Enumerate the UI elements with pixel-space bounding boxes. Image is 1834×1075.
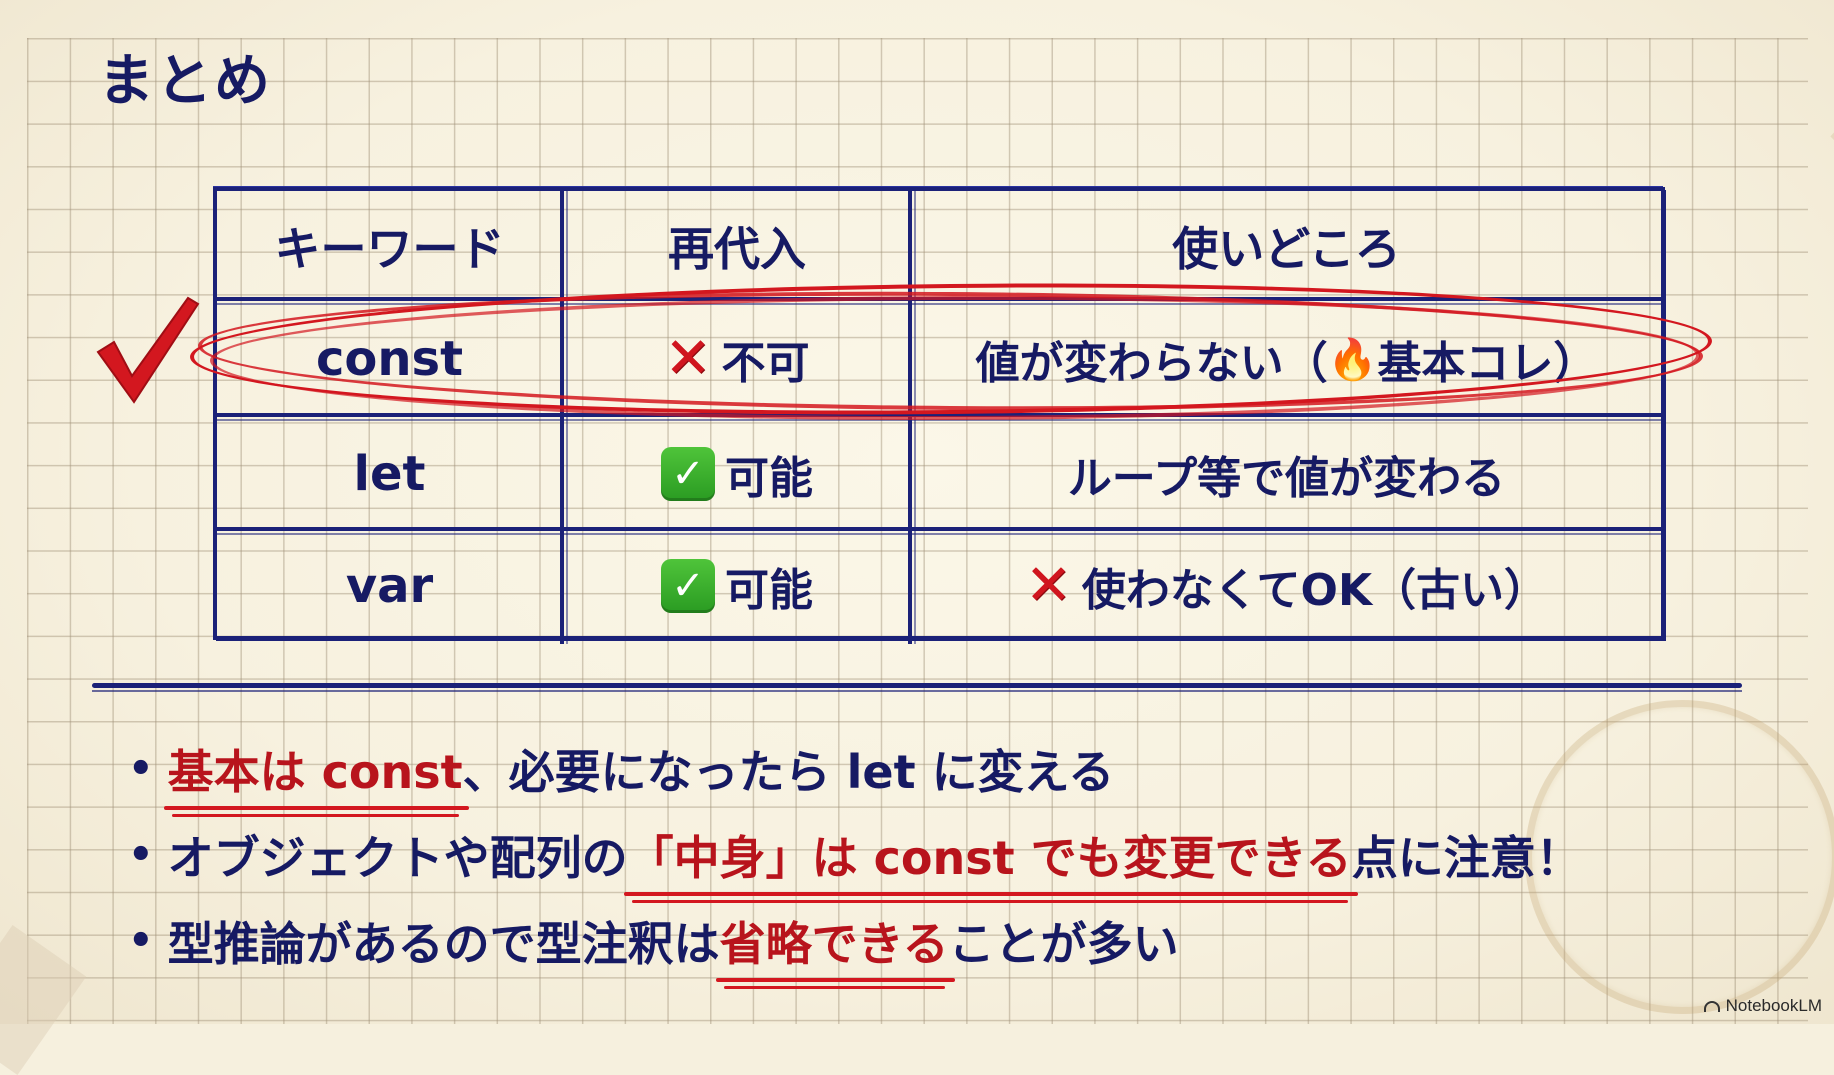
- reassign-label: 不可: [721, 338, 810, 389]
- red-cross-icon: ✕: [664, 326, 712, 391]
- red-check-mark-icon: [96, 296, 200, 404]
- header-reassign: 再代入: [668, 222, 806, 276]
- keyword-cell: var: [345, 557, 434, 614]
- notebooklm-watermark: NotebookLM: [1703, 996, 1822, 1016]
- bullet-dot: •: [128, 832, 154, 878]
- row-divider: [217, 297, 1661, 305]
- table-row-var: var ✓ 可能 ✕ 使わなくてOK（古い）: [217, 531, 1661, 640]
- highlighted-text: 「中身」は const でも変更できる: [623, 822, 1358, 903]
- bullet-text: 点に注意！: [1351, 831, 1582, 885]
- green-check-box-icon: ✓: [661, 447, 715, 501]
- header-usage: 使いどころ: [1172, 222, 1401, 276]
- table-header-row: キーワード 再代入 使いどころ: [217, 191, 1661, 301]
- highlight-label: 「中身」は const でも変更できる: [627, 831, 1352, 885]
- watermark-label: NotebookLM: [1725, 996, 1822, 1015]
- section-divider: [92, 683, 1742, 692]
- usage-cell: 値が変わらない（ 🔥 基本コレ）: [912, 301, 1661, 417]
- keyword-cell: const: [315, 331, 464, 387]
- graph-paper-grid: [27, 38, 1808, 1024]
- reassign-cell: ✓ 可能: [562, 417, 912, 531]
- usage-text: 値が変わらない（: [975, 338, 1328, 389]
- usage-text: 使わなくてOK（古い）: [1081, 564, 1549, 616]
- bullet-text: ことが多い: [948, 917, 1179, 971]
- green-check-box-icon: ✓: [661, 558, 715, 613]
- keyword-comparison-table: キーワード 再代入 使いどころ const ✕ 不可 値が変わらない（ 🔥 基本…: [213, 187, 1665, 644]
- bullet-item: • 型推論があるので型注釈は 省略できる ことが多い: [128, 898, 1582, 989]
- highlighted-text: 省略できる: [715, 908, 955, 989]
- table-row-const: const ✕ 不可 値が変わらない（ 🔥 基本コレ）: [217, 301, 1661, 417]
- usage-cell: ✕ 使わなくてOK（古い）: [912, 531, 1661, 640]
- fire-icon: 🔥: [1327, 336, 1378, 383]
- bullet-dot: •: [128, 918, 154, 964]
- table-row-let: let ✓ 可能 ループ等で値が変わる: [217, 417, 1661, 531]
- reassign-label: 可能: [725, 453, 813, 504]
- bullet-text: オブジェクトや配列の: [167, 831, 628, 885]
- slide-title: まとめ: [98, 49, 272, 114]
- reassign-cell: ✕ 不可: [562, 301, 912, 417]
- row-divider: [217, 413, 1661, 421]
- reassign-label: 可能: [725, 564, 813, 616]
- row-divider: [217, 527, 1661, 535]
- bullet-item: • 基本は const 、必要になったら let に変える: [128, 726, 1582, 817]
- highlight-label: 基本は const: [167, 745, 463, 799]
- highlight-label: 省略できる: [719, 917, 949, 971]
- bullet-item: • オブジェクトや配列の 「中身」は const でも変更できる 点に注意！: [128, 812, 1582, 903]
- keyword-cell: let: [353, 446, 426, 502]
- summary-bullet-list: • 基本は const 、必要になったら let に変える • オブジェクトや配…: [128, 726, 1582, 989]
- notebooklm-logo-icon: [1703, 1000, 1720, 1012]
- coffee-ring-stain: [1525, 700, 1834, 1014]
- bullet-text: 、必要になったら let に変える: [462, 745, 1115, 799]
- usage-text-suffix: 基本コレ）: [1377, 338, 1598, 389]
- bullet-text: 型推論があるので型注釈は: [167, 917, 720, 971]
- highlighted-text: 基本は const: [163, 736, 469, 817]
- header-keyword: キーワード: [274, 222, 505, 276]
- bullet-dot: •: [128, 746, 154, 792]
- red-cross-icon: ✕: [1024, 552, 1072, 618]
- usage-cell: ループ等で値が変わる: [1067, 453, 1506, 504]
- reassign-cell: ✓ 可能: [562, 531, 912, 640]
